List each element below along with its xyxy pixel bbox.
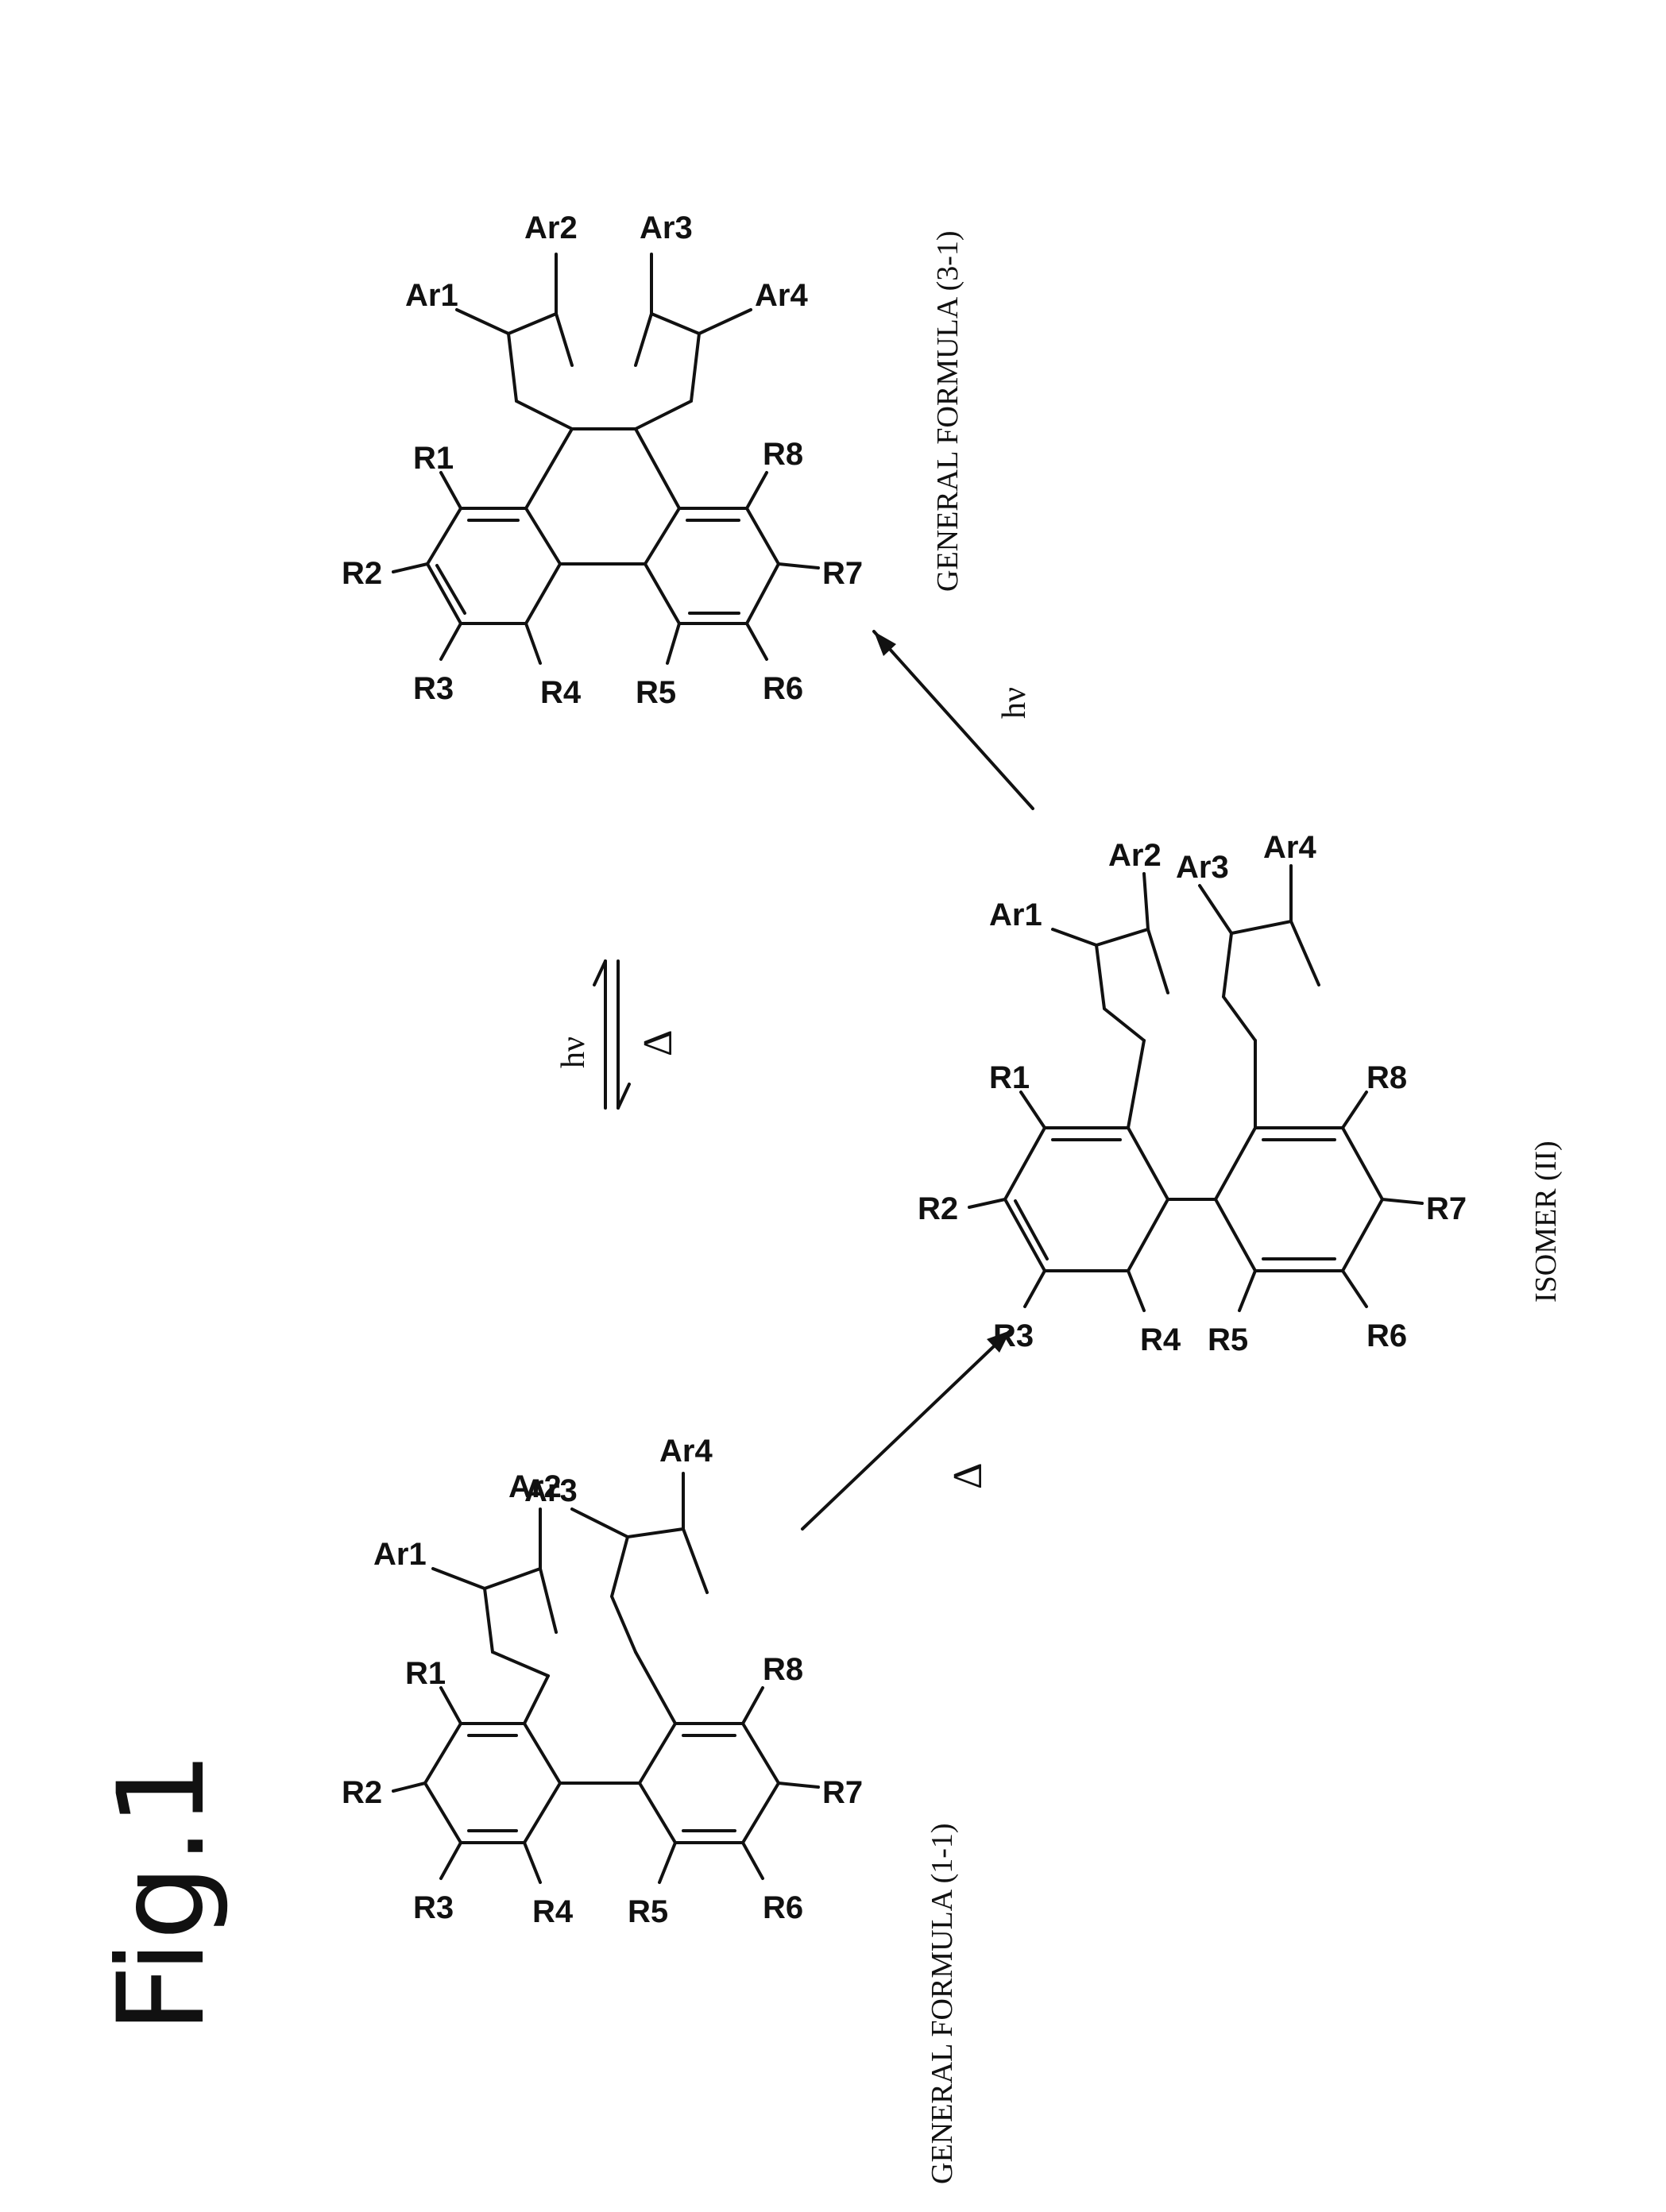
equilibrium-arrows: hν Δ (555, 961, 681, 1108)
label-r6-f11: R6 (763, 1890, 803, 1925)
arrow-to-isomer: Δ (802, 1330, 1011, 1529)
label-r7-f31: R7 (822, 556, 863, 591)
label-r1-f31: R1 (413, 441, 454, 476)
label-r6-iso: R6 (1366, 1318, 1407, 1353)
label-ar1-f31: Ar1 (405, 278, 458, 313)
label-r4-f31: R4 (540, 675, 582, 710)
arrow-to-formula-3-1: hν (874, 631, 1033, 809)
label-r7-f11: R7 (822, 1775, 863, 1810)
label-ar1-f11: Ar1 (373, 1537, 427, 1572)
label-delta-to-isomer: Δ (945, 1463, 991, 1489)
caption-general-formula-3-1: GENERAL FORMULA (3-1) (931, 230, 964, 592)
structure-formula-3-1: R1 R2 R3 R4 R5 R6 R7 R8 Ar1 Ar2 Ar3 Ar4 (342, 210, 863, 710)
structure-isomer-2: R1 R2 R3 R4 R5 R6 R7 R8 Ar1 Ar2 Ar3 Ar4 (918, 830, 1467, 1357)
label-r1-f11: R1 (405, 1656, 446, 1691)
label-r3-f31: R3 (413, 671, 454, 706)
label-r8-f11: R8 (763, 1652, 803, 1687)
structure-formula-1-1: R1 R2 R3 R4 R5 R6 R7 R8 Ar1 Ar2 Ar3 Ar4 (342, 1434, 863, 1929)
label-h-nu-equilibrium: hν (555, 1037, 592, 1068)
label-r3-f11: R3 (413, 1890, 454, 1925)
label-r4-iso: R4 (1140, 1322, 1181, 1357)
label-r8-iso: R8 (1366, 1060, 1407, 1095)
label-r2-f11: R2 (342, 1775, 382, 1810)
label-ar3-f31: Ar3 (640, 210, 693, 245)
label-ar4-f31: Ar4 (755, 278, 808, 313)
label-ar4-f11: Ar4 (659, 1434, 713, 1469)
figure-title: Fig.1 (93, 1751, 231, 2033)
label-ar2-iso: Ar2 (1108, 838, 1162, 873)
label-r2-f31: R2 (342, 556, 382, 591)
label-r5-f31: R5 (636, 675, 676, 710)
label-h-nu-to-formula-3-1: hν (996, 687, 1033, 719)
label-ar4-iso: Ar4 (1263, 830, 1316, 865)
label-ar1-iso: Ar1 (989, 898, 1042, 932)
label-ar3-f11: Ar3 (524, 1473, 578, 1508)
label-delta-equilibrium: Δ (636, 1030, 681, 1056)
label-r2-iso: R2 (918, 1191, 958, 1226)
caption-isomer-2: ISOMER (II) (1529, 1141, 1563, 1303)
label-r7-iso: R7 (1426, 1191, 1467, 1226)
label-r8-f31: R8 (763, 437, 803, 472)
label-r5-f11: R5 (628, 1894, 668, 1929)
label-ar3-iso: Ar3 (1176, 850, 1229, 885)
label-r1-iso: R1 (989, 1060, 1030, 1095)
label-r4-f11: R4 (532, 1894, 574, 1929)
caption-general-formula-1-1: GENERAL FORMULA (1-1) (926, 1823, 959, 2184)
label-ar2-f31: Ar2 (524, 210, 578, 245)
label-r5-iso: R5 (1208, 1322, 1248, 1357)
label-r3-iso: R3 (993, 1318, 1034, 1353)
label-r6-f31: R6 (763, 671, 803, 706)
